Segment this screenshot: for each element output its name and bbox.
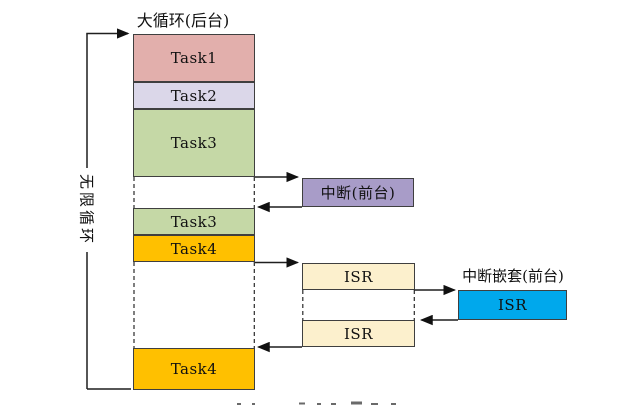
diagram-title: 大循环(后台) — [136, 11, 230, 30]
task-block-task4-first: Task4 — [133, 235, 255, 262]
interrupt-block: 中断(前台) — [302, 178, 414, 207]
cutoff-caption-marks — [237, 401, 396, 405]
isr-block-nested: ISR — [458, 290, 567, 320]
nested-interrupt-title: 中断嵌套(前台) — [462, 267, 564, 285]
isr-block-resume: ISR — [302, 320, 415, 347]
task-block-task1: Task1 — [133, 34, 255, 82]
task-block-task2: Task2 — [133, 82, 255, 109]
task-block-task3-resume: Task3 — [133, 208, 255, 235]
isr-block-first: ISR — [302, 263, 415, 290]
task-block-task4-resume: Task4 — [133, 348, 255, 390]
task-block-task3-first: Task3 — [133, 109, 255, 177]
infinite-loop-label: 无限循环 — [76, 169, 98, 251]
